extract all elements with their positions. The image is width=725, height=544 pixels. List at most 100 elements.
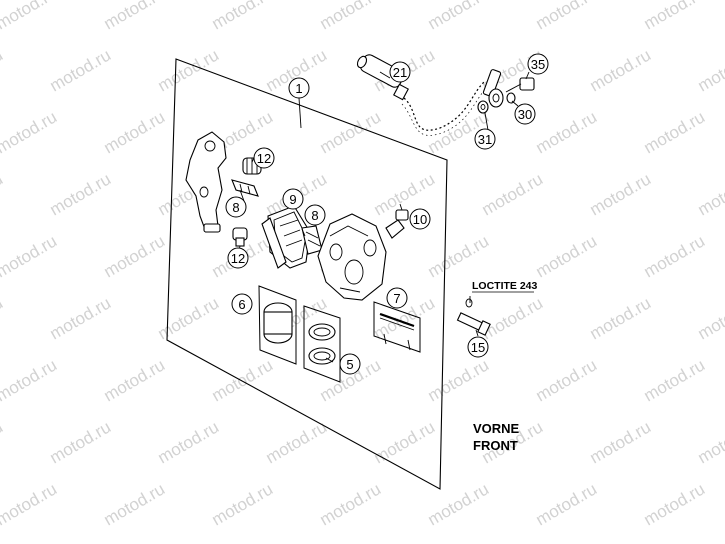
spring-clip-part	[231, 179, 259, 197]
watermark-text: motod.ru	[263, 417, 331, 467]
callout-p10: 10	[409, 208, 431, 230]
watermark-text: motod.ru	[101, 231, 169, 281]
callout-p8b: 8	[304, 204, 326, 226]
loctite-label: LOCTITE 243	[472, 280, 538, 292]
callout-number: 12	[231, 251, 245, 266]
watermark-text: motod.ru	[155, 293, 223, 343]
watermark-text: motod.ru	[695, 417, 725, 467]
watermark-text: motod.ru	[209, 355, 277, 405]
watermark-text: motod.ru	[587, 417, 655, 467]
callout-p8a: 8	[225, 196, 247, 218]
callout-p12b: 12	[227, 247, 249, 269]
watermark-text: motod.ru	[695, 169, 725, 219]
callout-p21: 21	[389, 61, 411, 83]
watermark-text: motod.ru	[209, 0, 277, 33]
watermark-text: motod.ru	[371, 417, 439, 467]
watermark-text: motod.ru	[587, 169, 655, 219]
watermark-text: motod.ru	[155, 45, 223, 95]
watermark-text: motod.ru	[695, 45, 725, 95]
watermark-text: motod.ru	[425, 355, 493, 405]
callout-number: 21	[393, 65, 407, 80]
watermark-text: motod.ru	[533, 479, 601, 529]
watermark-text: motod.ru	[0, 107, 60, 157]
watermark-text: motod.ru	[641, 231, 709, 281]
callout-p6: 6	[231, 293, 253, 315]
banjo-fitting-part	[477, 69, 535, 114]
callout-p35: 35	[527, 53, 549, 75]
watermark-text: motod.ru	[641, 0, 709, 33]
callout-number: 6	[238, 297, 245, 312]
callout-number: 35	[531, 57, 545, 72]
callout-number: 8	[311, 208, 318, 223]
callout-p30: 30	[514, 103, 536, 125]
watermark-text: motod.ru	[533, 107, 601, 157]
vorne-label: VORNE	[473, 421, 520, 436]
front-label: FRONT	[473, 438, 518, 453]
watermark-text: motod.ru	[155, 417, 223, 467]
watermark-text: motod.ru	[641, 479, 709, 529]
callout-number: 5	[346, 357, 353, 372]
watermark-text: motod.ru	[47, 169, 115, 219]
bleed-hose	[403, 81, 485, 131]
watermark-text: motod.ru	[533, 0, 601, 33]
watermark-text: motod.ru	[0, 45, 6, 95]
callout-number: 30	[518, 107, 532, 122]
watermark-text: motod.ru	[695, 293, 725, 343]
callout-p7: 7	[386, 287, 408, 309]
callout-number: 10	[413, 212, 427, 227]
watermark-text: motod.ru	[317, 479, 385, 529]
assembly-board	[166, 58, 448, 490]
watermark-text: motod.ru	[0, 169, 6, 219]
pad-pins-frame	[373, 301, 421, 353]
watermark-text: motod.ru	[0, 417, 6, 467]
watermark-text: motod.ru	[101, 355, 169, 405]
callout-number: 31	[478, 132, 492, 147]
callout-number: 7	[393, 291, 400, 306]
watermark-text: motod.ru	[587, 293, 655, 343]
piston-seal-kit-frame	[258, 285, 297, 365]
watermark-text: motod.ru	[479, 169, 547, 219]
watermark-text: motod.ru	[47, 417, 115, 467]
watermark-text: motod.ru	[0, 293, 6, 343]
watermark-text: motod.ru	[101, 107, 169, 157]
watermark-text: motod.ru	[317, 0, 385, 33]
leader-lines	[237, 71, 530, 363]
watermark-text: motod.ru	[47, 293, 115, 343]
pistons-frame	[303, 305, 341, 383]
watermark-text: motod.ru	[425, 479, 493, 529]
mounting-bolt-part	[456, 298, 491, 336]
callout-p9: 9	[282, 188, 304, 210]
caliper-body-part	[317, 213, 387, 301]
watermark-text: motod.ru	[641, 107, 709, 157]
watermark-text: motod.ru	[0, 0, 60, 33]
watermark-text: motod.ru	[425, 0, 493, 33]
callout-p12a: 12	[253, 147, 275, 169]
callout-p15: 15	[467, 336, 489, 358]
callout-p31: 31	[474, 128, 496, 150]
watermark-text: motod.ru	[101, 0, 169, 33]
callout-p1: 1	[288, 77, 310, 99]
callout-number: 8	[232, 200, 239, 215]
caliper-bracket-part	[185, 131, 227, 233]
watermark-text: motod.ru	[533, 355, 601, 405]
bleed-valve-part	[385, 203, 409, 239]
watermark-text: motod.ru	[479, 293, 547, 343]
watermark-text: motod.ru	[0, 231, 60, 281]
callout-number: 12	[257, 151, 271, 166]
watermark-text: motod.ru	[0, 479, 60, 529]
callout-number: 15	[471, 340, 485, 355]
watermark-text: motod.ru	[533, 231, 601, 281]
brake-pads-part	[261, 205, 311, 269]
callout-number: 9	[289, 192, 296, 207]
watermark-text: motod.ru	[425, 231, 493, 281]
callout-number: 1	[295, 81, 302, 96]
watermark-text: motod.ru	[641, 355, 709, 405]
callout-p5: 5	[339, 353, 361, 375]
watermark-text: motod.ru	[47, 45, 115, 95]
watermark-text: motod.ru	[587, 45, 655, 95]
watermark-text: motod.ru	[209, 479, 277, 529]
watermark-text: motod.ru	[101, 479, 169, 529]
watermark-text: motod.ru	[0, 355, 60, 405]
